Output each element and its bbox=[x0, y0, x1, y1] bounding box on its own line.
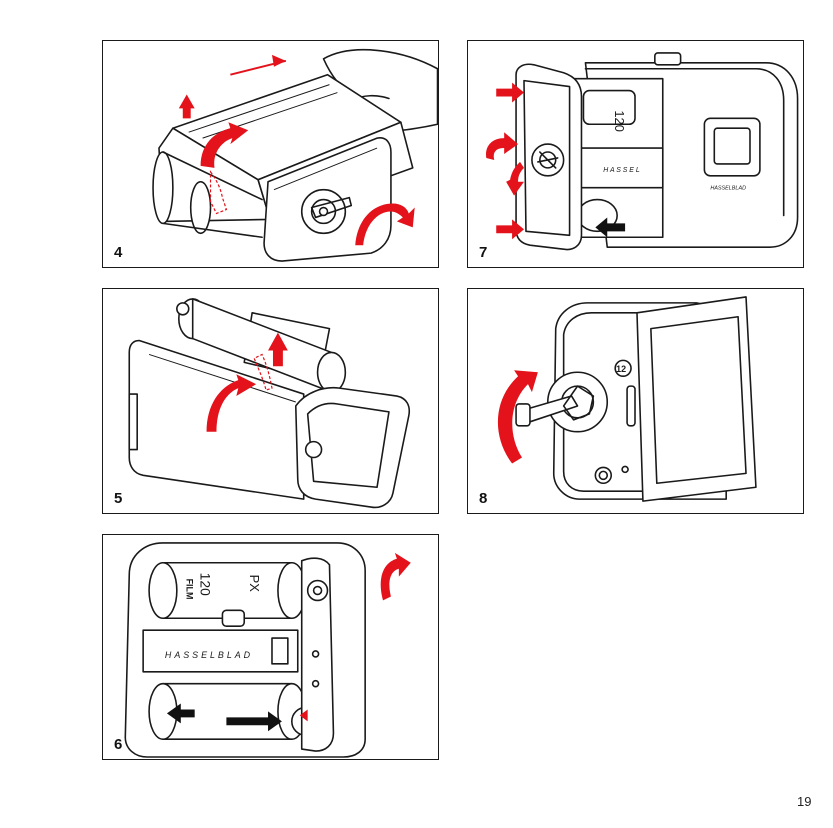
step-number: 5 bbox=[114, 490, 122, 507]
illustration-insert-remove bbox=[103, 41, 438, 267]
page-number: 19 bbox=[797, 794, 811, 809]
panel-step-7: HASSELBLAD 120 H A S S E L 7 bbox=[467, 40, 804, 268]
step-number: 7 bbox=[479, 244, 487, 261]
panel-step-8: 12 8 bbox=[467, 288, 804, 514]
brand-text: HASSELBLAD bbox=[165, 650, 253, 660]
body-brand-text: H A S S E L bbox=[603, 167, 640, 174]
step-number: 8 bbox=[479, 490, 487, 507]
illustration-loaded-insert: FILM 120 PX HASSELBLAD bbox=[103, 535, 438, 759]
film-type-text: 120 bbox=[612, 110, 627, 131]
step-number: 4 bbox=[114, 244, 122, 261]
film-type-text: 120 bbox=[198, 573, 214, 596]
illustration-thread-paper bbox=[103, 289, 438, 513]
panel-step-6: FILM 120 PX HASSELBLAD 6 bbox=[102, 534, 439, 760]
panel-step-4: 4 bbox=[102, 40, 439, 268]
film-spool-text: FILM bbox=[185, 579, 195, 600]
badge-brand-text: HASSELBLAD bbox=[710, 186, 746, 192]
film-code-text: PX bbox=[247, 575, 262, 593]
illustration-insert-into-magazine: HASSELBLAD 120 H A S S E L bbox=[468, 41, 803, 267]
step-number: 6 bbox=[114, 736, 122, 753]
panel-step-5: 5 bbox=[102, 288, 439, 514]
illustration-wind-crank: 12 bbox=[468, 289, 803, 513]
frame-counter-text: 12 bbox=[616, 364, 626, 374]
